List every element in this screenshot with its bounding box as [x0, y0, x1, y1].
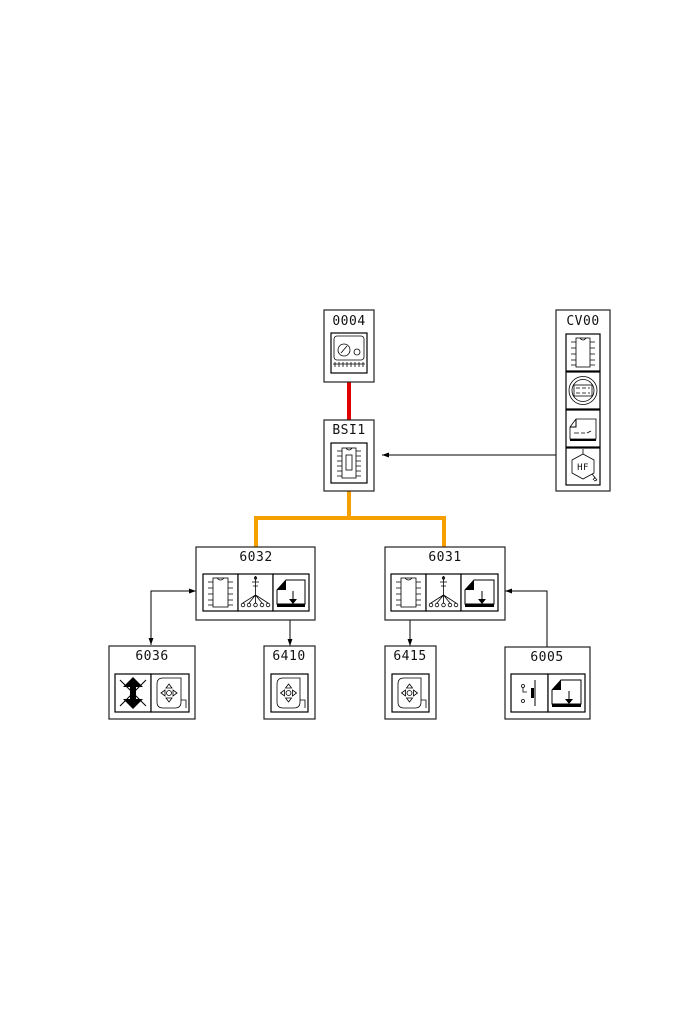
ic-chip-icon — [565, 333, 601, 372]
bus-network-icon — [425, 573, 462, 612]
link-6005-6031 — [505, 588, 548, 647]
module-cv00[interactable]: CV00 HF — [555, 309, 611, 492]
anti-pinch-icon — [114, 673, 152, 713]
display-panel-icon — [565, 409, 601, 448]
module-6036[interactable]: 6036 — [108, 645, 196, 720]
module-6031[interactable]: 6031 — [384, 546, 506, 621]
ecu-chip-icon — [330, 442, 368, 484]
window-lift-icon — [460, 573, 499, 612]
window-lift-icon — [547, 673, 586, 713]
module-6036-label: 6036 — [135, 649, 168, 664]
module-6032-label: 6032 — [239, 550, 272, 565]
round-connector-icon — [565, 371, 601, 410]
link-bsi1-6032 — [254, 491, 351, 547]
module-6415-label: 6415 — [393, 649, 426, 664]
module-6032[interactable]: 6032 — [195, 546, 316, 621]
connections — [148, 382, 556, 647]
window-lift-icon — [272, 573, 310, 612]
module-6410-label: 6410 — [272, 649, 305, 664]
module-6410[interactable]: 6410 — [263, 645, 316, 720]
mirror-adjust-icon — [270, 673, 309, 713]
module-0004-label: 0004 — [332, 314, 365, 329]
ic-chip-icon — [202, 573, 239, 612]
module-6005-label: 6005 — [530, 650, 563, 665]
svg-text:HF: HF — [577, 463, 589, 473]
module-6031-label: 6031 — [428, 550, 461, 565]
hf-antenna-icon: HF — [565, 447, 601, 486]
module-6415[interactable]: 6415 — [384, 645, 437, 720]
link-6032-6036 — [148, 588, 196, 645]
mirror-adjust-icon — [150, 673, 190, 713]
gauge-icon — [330, 332, 368, 374]
bus-network-icon — [237, 573, 274, 612]
module-0004[interactable]: 0004 — [323, 309, 375, 383]
switch-icon — [510, 673, 549, 713]
ic-chip-icon — [390, 573, 427, 612]
link-bsi1-6031 — [349, 516, 446, 547]
mirror-adjust-icon — [391, 673, 430, 713]
module-6005[interactable]: 6005 — [504, 646, 591, 720]
module-bsi1[interactable]: BSI1 — [323, 419, 375, 492]
module-cv00-label: CV00 — [566, 314, 599, 329]
module-bsi1-label: BSI1 — [332, 423, 365, 438]
